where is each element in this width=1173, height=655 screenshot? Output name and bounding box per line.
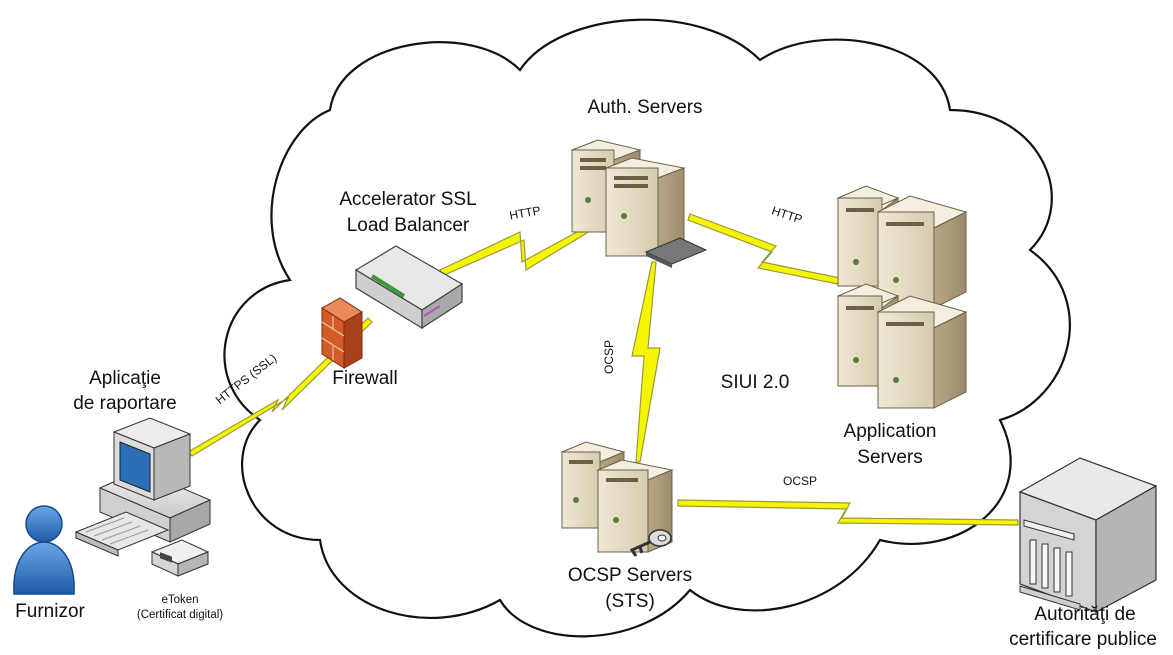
etoken-icon [150, 539, 210, 577]
link-ocsp-auth-ocsp [631, 261, 661, 463]
load-balancer-label: Load Balancer [346, 215, 470, 236]
ocsp-servers-label: OCSP Servers [567, 565, 693, 586]
furnizor-label: Furnizor [15, 601, 85, 622]
auth-servers-icon [570, 139, 708, 268]
firewall-icon [321, 297, 363, 369]
firewall-label: Firewall [332, 368, 398, 389]
etoken-label: eToken [161, 594, 199, 606]
load-balancer-icon [354, 245, 464, 330]
link-ocsp-ocsp-ca [677, 499, 1019, 526]
auth-servers-label: Auth. Servers [587, 97, 703, 118]
certificate-authority-icon [1018, 457, 1158, 613]
ocsp-ocsp-ca-link-label: OCSP [782, 474, 817, 488]
aplicatie-label: Aplicaţie [89, 368, 161, 389]
servers-label: Servers [857, 447, 923, 468]
key-icon [629, 529, 672, 557]
ocsp-auth-ocsp-link-label: OCSP [602, 340, 616, 375]
ocsp-servers-icon [560, 441, 674, 553]
user-icon [13, 505, 75, 595]
sts-label: (STS) [605, 591, 655, 612]
siui-label: SIUI 2.0 [720, 372, 790, 393]
certificat-digital-label: (Certificat digital) [136, 609, 224, 621]
accelerator-ssl-label: Accelerator SSL [339, 189, 477, 210]
application-servers-label: Application [843, 421, 937, 442]
link-https-ssl [187, 317, 373, 457]
de-raportare-label: de raportare [73, 393, 177, 414]
certificare-publice-label: certificare publice [1009, 629, 1157, 650]
application-servers-icon [836, 185, 968, 409]
autoritati-label: Autorităţi de [1034, 604, 1136, 625]
workstation-icon [74, 417, 212, 557]
